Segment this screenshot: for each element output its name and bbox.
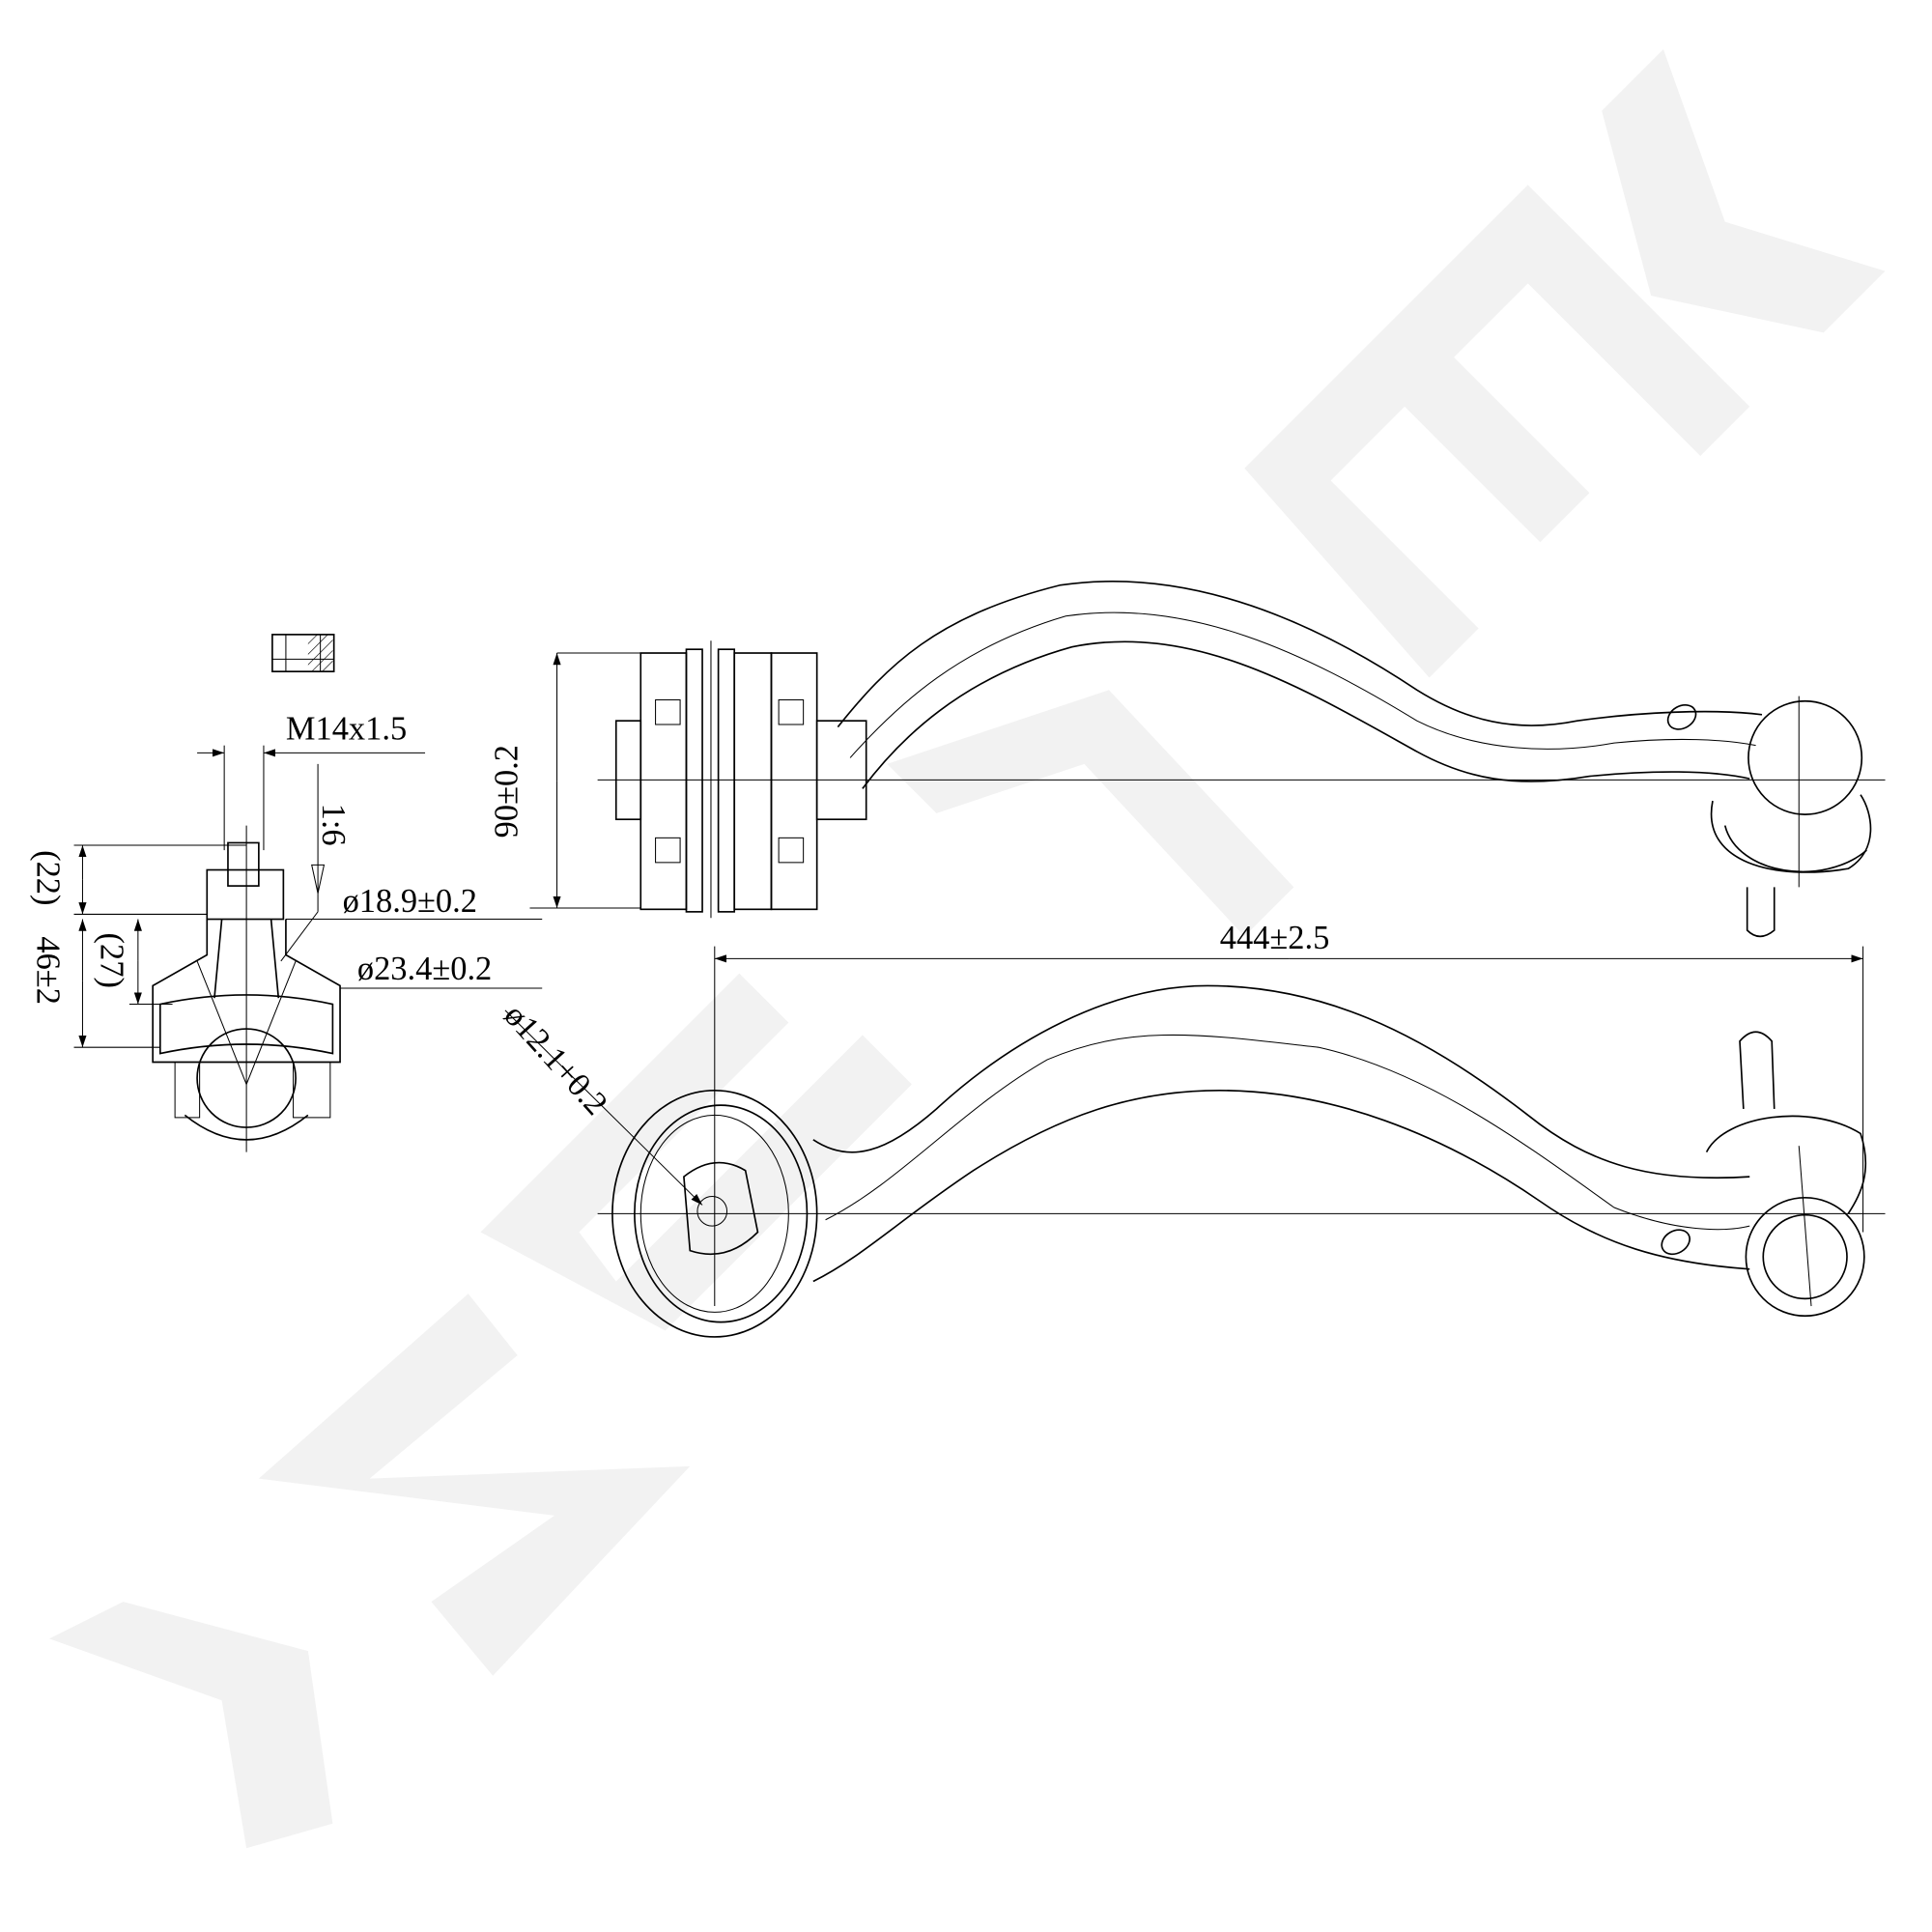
dim-27-label: (27)	[94, 933, 130, 988]
control-arm-top-view	[837, 581, 1872, 938]
brand-watermark	[49, 49, 1886, 1849]
nut-icon	[271, 634, 335, 672]
ball-joint-dimensions: M14x1.5 1:6 ø18.9±0.2 ø23.4±0.2 (22) 46±…	[29, 710, 543, 1048]
diameter-23-4-label: ø23.4±0.2	[357, 951, 492, 987]
overall-length-label: 444±2.5	[1220, 920, 1330, 956]
taper-label: 1:6	[315, 804, 352, 846]
bushing-section	[614, 640, 867, 919]
dim-46-label: 46±2	[29, 936, 66, 1005]
ball-joint-section	[152, 825, 341, 1152]
diameter-18-9-label: ø18.9±0.2	[343, 883, 477, 920]
dim-22-label: (22)	[29, 850, 66, 905]
bushing-bore-label: ø12.1+0.2	[497, 997, 614, 1122]
bushing-height-label: 90±0.2	[489, 745, 526, 838]
thread-size-label: M14x1.5	[286, 710, 407, 747]
